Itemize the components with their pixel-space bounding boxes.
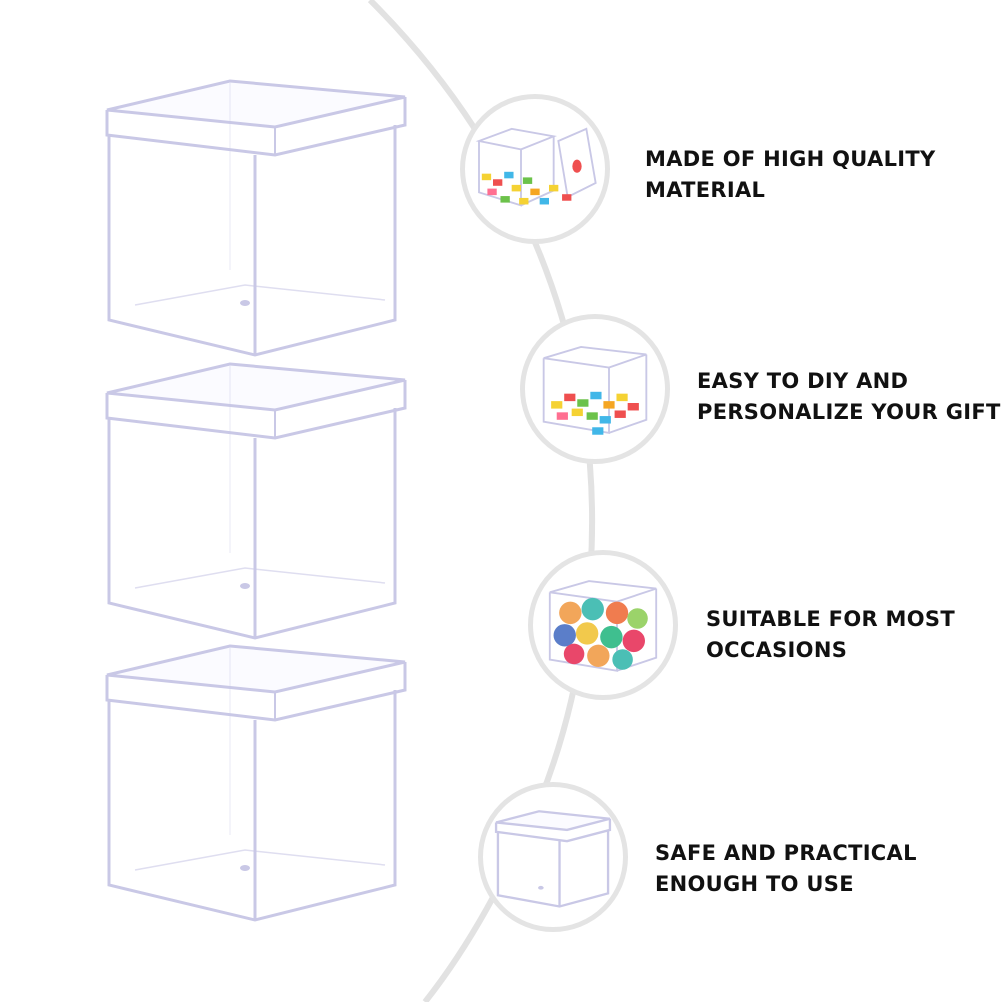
candy-box-filled-icon (520, 314, 670, 464)
feature-text-2: EASY TO DIY AND PERSONALIZE YOUR GIFT (697, 366, 1001, 428)
candy-box-open-lid-icon (460, 94, 610, 244)
feature-line: ENOUGH TO USE (655, 872, 854, 896)
feature-line: MATERIAL (645, 178, 766, 202)
feature-line: SUITABLE FOR MOST (706, 607, 955, 631)
clear-cube-box-top (105, 79, 407, 357)
feature-line: EASY TO DIY AND (697, 369, 909, 393)
feature-text-4: SAFE AND PRACTICAL ENOUGH TO USE (655, 838, 917, 900)
clear-cube-box-bottom (105, 644, 407, 922)
feature-text-1: MADE OF HIGH QUALITY MATERIAL (645, 144, 936, 206)
feature-line: PERSONALIZE YOUR GIFT (697, 400, 1001, 424)
clear-cube-box-middle (105, 362, 407, 640)
empty-box-icon (478, 782, 628, 932)
feature-text-3: SUITABLE FOR MOST OCCASIONS (706, 604, 955, 666)
feature-line: OCCASIONS (706, 638, 848, 662)
gumball-box-icon (528, 550, 678, 700)
feature-line: MADE OF HIGH QUALITY (645, 147, 936, 171)
feature-line: SAFE AND PRACTICAL (655, 841, 917, 865)
